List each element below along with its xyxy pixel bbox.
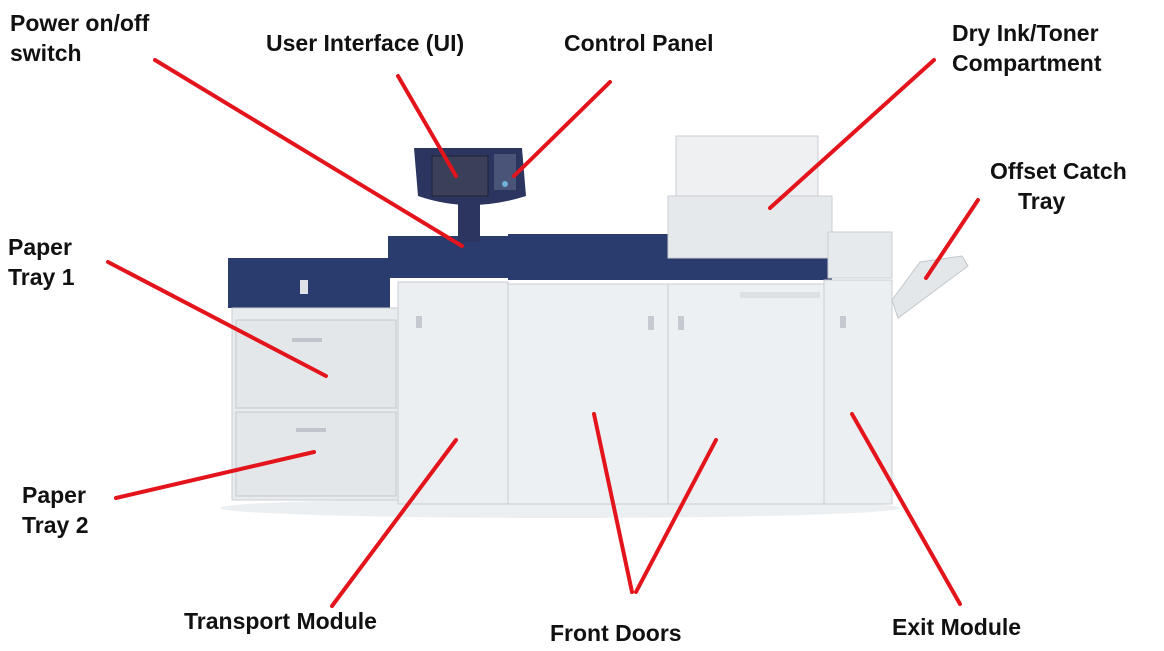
paper-tray-module [228, 258, 403, 501]
label-front-doors-line1: Front Doors [550, 620, 682, 646]
label-toner-compartment: Dry Ink/Toner Compartment [952, 18, 1102, 78]
ui-screen [431, 155, 489, 197]
label-power-switch-line2: switch [10, 40, 82, 66]
label-control-panel-line1: Control Panel [564, 30, 714, 56]
label-front-doors: Front Doors [550, 618, 682, 648]
label-offset-tray-line2: Tray [1018, 188, 1066, 214]
label-offset-catch-tray: Offset Catch Tray [990, 156, 1127, 216]
label-paper-tray-1-line2: Tray 1 [8, 264, 75, 290]
user-interface-pod [414, 148, 526, 242]
label-exit-module-line1: Exit Module [892, 614, 1022, 640]
label-toner-line2: Compartment [952, 50, 1102, 76]
label-control-panel: Control Panel [564, 28, 714, 58]
front-door-left [507, 283, 669, 505]
label-paper-tray-1-line1: Paper [8, 234, 72, 260]
engine-module [507, 234, 832, 505]
leader-front-doors-right [634, 438, 718, 594]
leader-power-switch [153, 58, 464, 248]
label-paper-tray-2-line2: Tray 2 [22, 512, 89, 538]
label-transport-module: Transport Module [184, 606, 377, 636]
transport-module [388, 236, 512, 505]
leader-lines [106, 58, 980, 608]
exit-module [823, 231, 969, 505]
label-user-interface: User Interface (UI) [266, 28, 464, 58]
offset-catch-tray [891, 255, 969, 319]
leader-offset-catch-tray [924, 198, 980, 280]
leader-user-interface [396, 74, 458, 178]
label-exit-module: Exit Module [892, 612, 1021, 642]
front-door-right [667, 283, 829, 505]
label-user-interface-line1: User Interface (UI) [266, 30, 465, 56]
leader-paper-tray-2 [114, 450, 316, 500]
control-panel-keys [494, 154, 516, 190]
label-toner-line1: Dry Ink/Toner [952, 20, 1099, 46]
paper-tray-2 [235, 411, 397, 497]
label-paper-tray-2: Paper Tray 2 [22, 480, 89, 540]
leader-toner-compartment [768, 58, 936, 210]
label-paper-tray-2-line1: Paper [22, 482, 86, 508]
leader-transport-module [330, 438, 458, 608]
leader-exit-module [850, 412, 962, 606]
label-paper-tray-1: Paper Tray 1 [8, 232, 75, 292]
label-offset-tray-line1: Offset Catch [990, 158, 1127, 184]
toner-compartment [667, 135, 833, 259]
leader-control-panel [512, 80, 612, 178]
label-transport-module-line1: Transport Module [184, 608, 377, 634]
label-power-switch: Power on/off switch [10, 8, 149, 68]
label-power-switch-line1: Power on/off [10, 10, 150, 36]
leader-front-doors-left [592, 412, 634, 594]
paper-tray-1 [235, 319, 397, 409]
leader-paper-tray-1 [106, 260, 328, 378]
